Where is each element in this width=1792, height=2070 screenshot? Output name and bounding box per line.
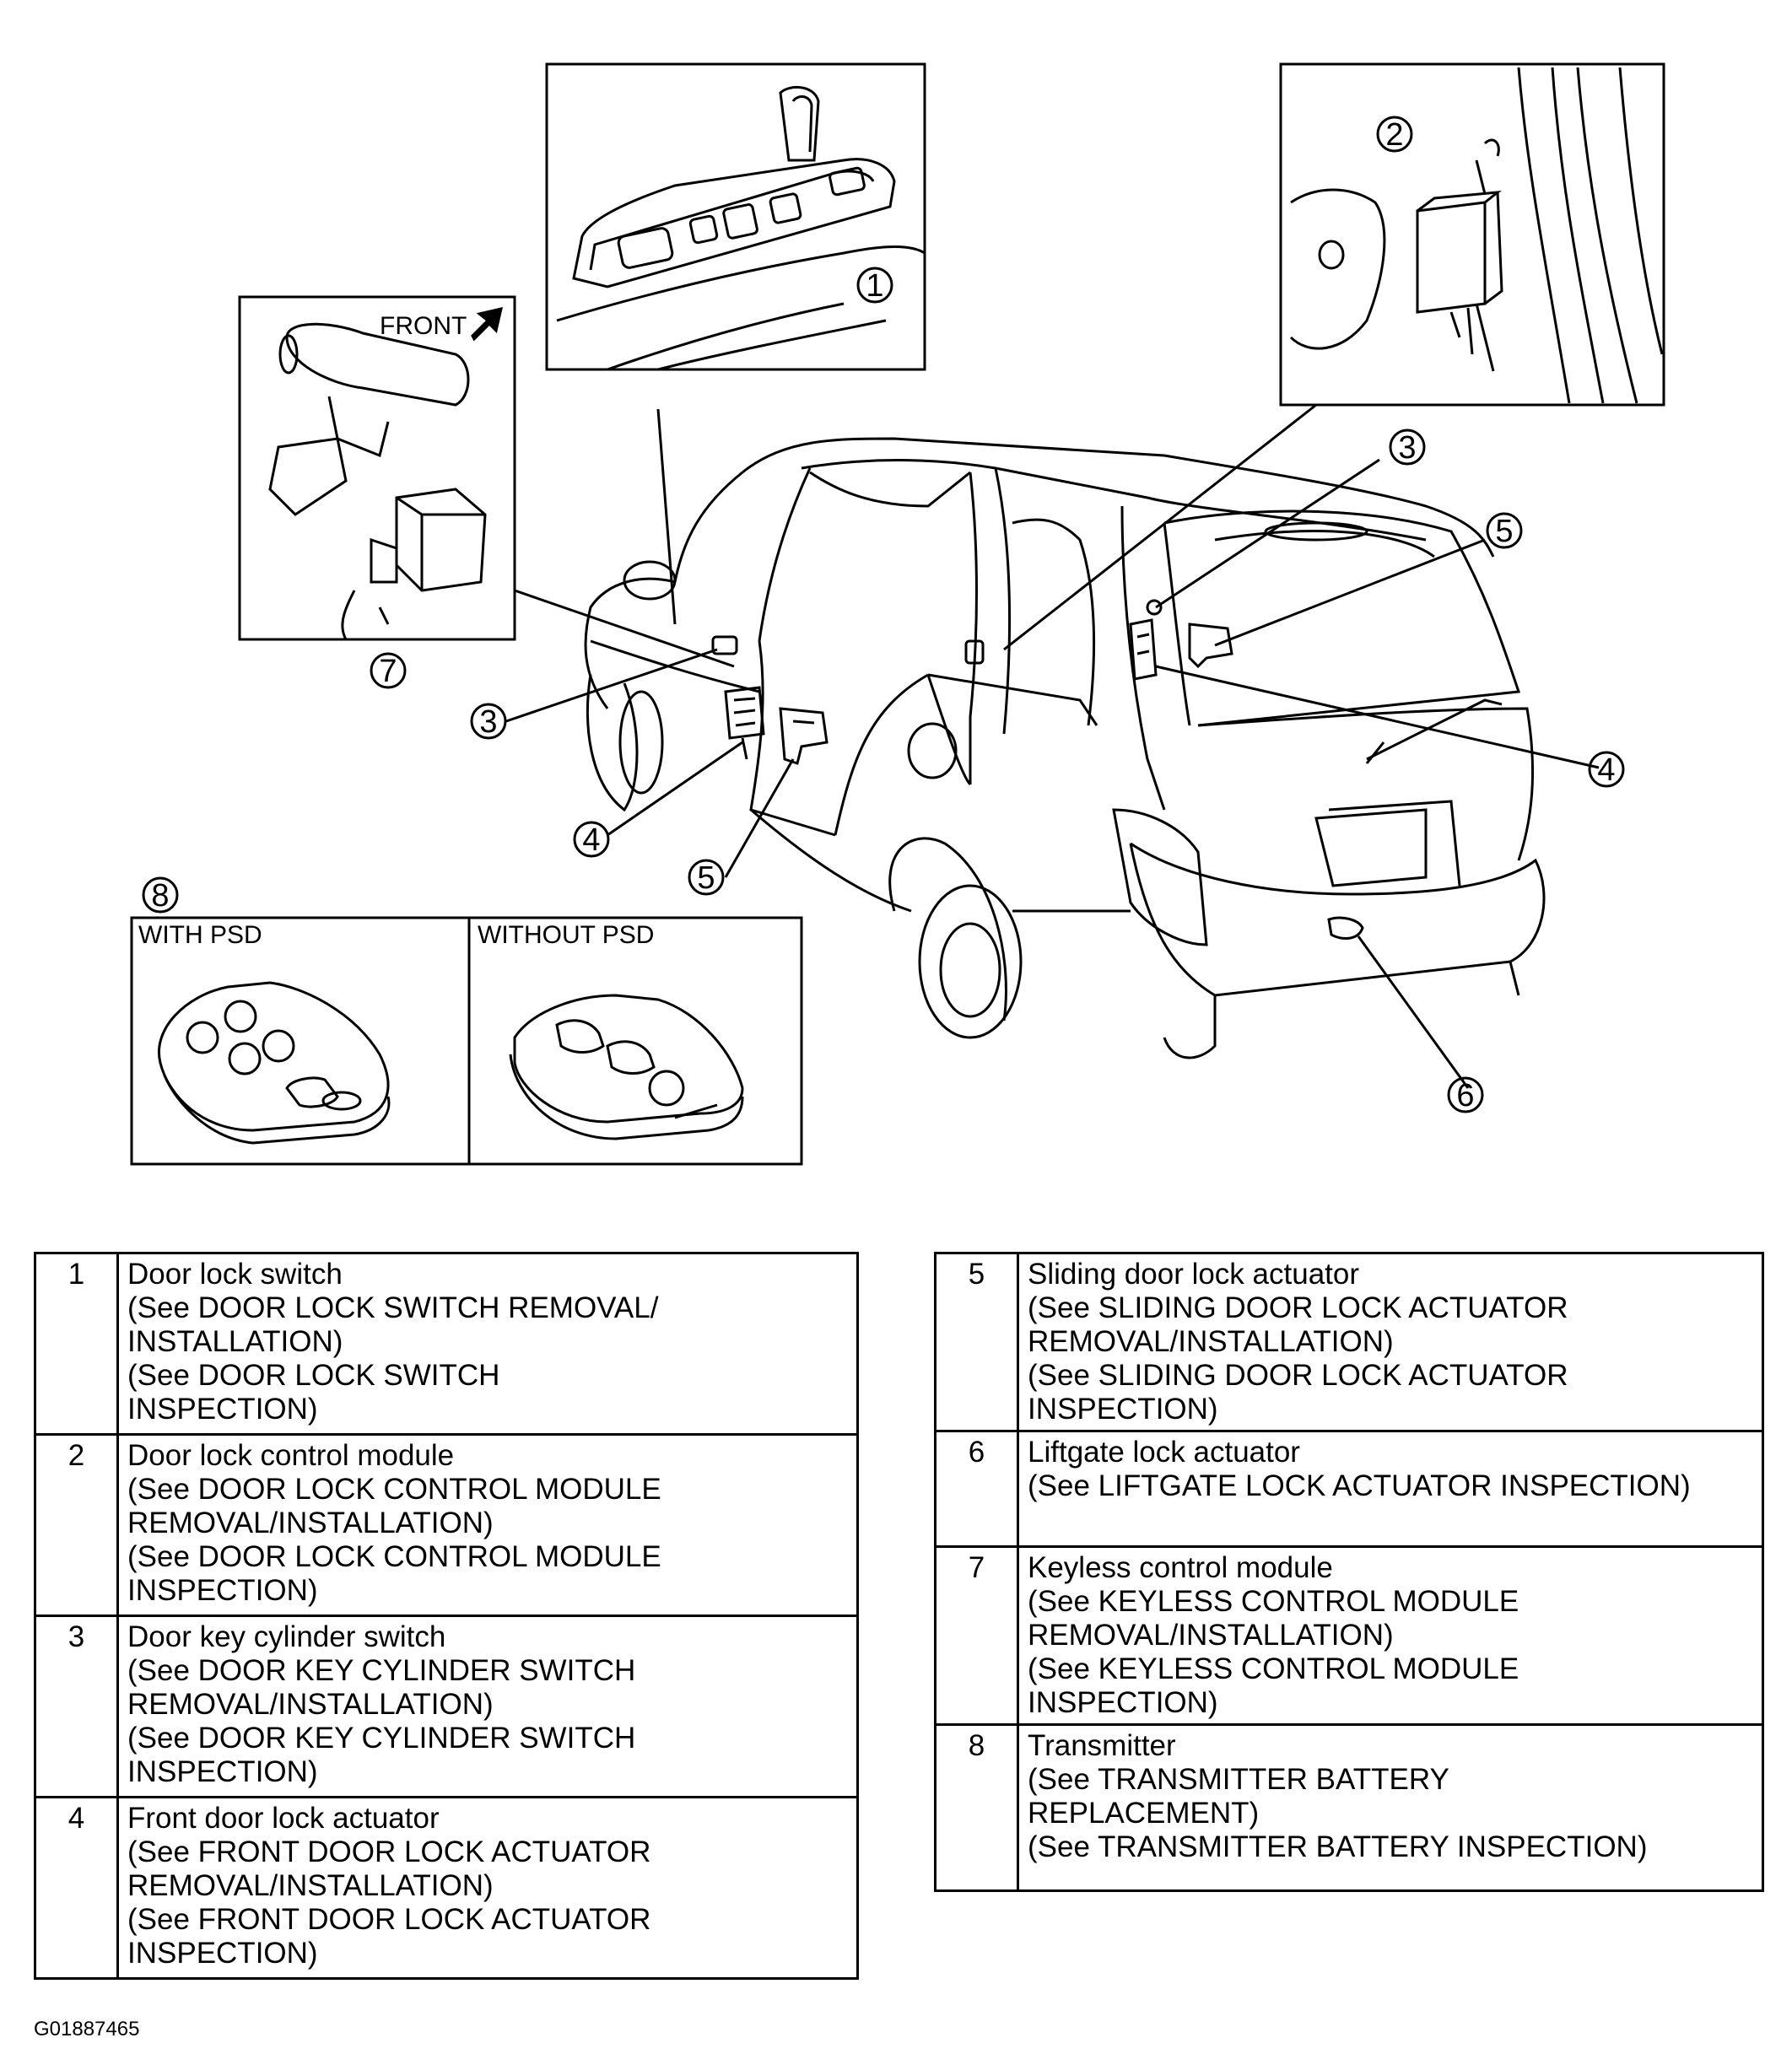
callout-3-front: 3	[470, 703, 507, 740]
legend-description: Transmitter (See TRANSMITTER BATTERY REP…	[1017, 1723, 1764, 1892]
legend-row: 1 Door lock switch (See DOOR LOCK SWITCH…	[34, 1252, 859, 1436]
legend-number: 4	[34, 1796, 119, 1980]
legend-description: Door key cylinder switch (See DOOR KEY C…	[116, 1614, 859, 1798]
legend-table-left: 1 Door lock switch (See DOOR LOCK SWITCH…	[34, 1252, 859, 1980]
legend-description: Keyless control module (See KEYLESS CONT…	[1017, 1545, 1764, 1726]
without-psd-label: WITHOUT PSD	[478, 921, 654, 949]
legend-number: 8	[934, 1723, 1019, 1892]
legend-description: Front door lock actuator (See FRONT DOOR…	[116, 1796, 859, 1980]
callout-2: 2	[1376, 116, 1413, 153]
legend-number: 6	[934, 1430, 1019, 1548]
callout-5-front: 5	[688, 859, 725, 896]
legend-number: 5	[934, 1252, 1019, 1432]
front-label: FRONT	[380, 312, 467, 340]
svg-text:5: 5	[1495, 514, 1513, 549]
svg-text:8: 8	[151, 878, 169, 914]
legend-row: 2 Door lock control module (See DOOR LOC…	[34, 1433, 859, 1617]
callout-7: 7	[370, 652, 407, 689]
svg-text:4: 4	[1597, 752, 1615, 788]
legend-description: Door lock switch (See DOOR LOCK SWITCH R…	[116, 1252, 859, 1436]
legend-number: 7	[934, 1545, 1019, 1726]
legend-number: 2	[34, 1433, 119, 1617]
svg-text:3: 3	[479, 704, 497, 740]
callout-1: 1	[856, 267, 893, 304]
leader-lines	[505, 403, 1600, 1089]
legend-row: 5 Sliding door lock actuator (See SLIDIN…	[934, 1252, 1764, 1432]
svg-text:5: 5	[697, 860, 715, 896]
svg-text:6: 6	[1456, 1078, 1474, 1113]
legend-row: 8 Transmitter (See TRANSMITTER BATTERY R…	[934, 1723, 1764, 1892]
callout-3-rear: 3	[1389, 429, 1426, 466]
figure-code: G01887465	[34, 2018, 140, 2040]
legend-row: 7 Keyless control module (See KEYLESS CO…	[934, 1545, 1764, 1726]
legend-number: 3	[34, 1614, 119, 1798]
callout-6: 6	[1447, 1076, 1484, 1113]
svg-text:2: 2	[1385, 117, 1403, 153]
legend-row: 6 Liftgate lock actuator (See LIFTGATE L…	[934, 1430, 1764, 1548]
legend-row: 3 Door key cylinder switch (See DOOR KEY…	[34, 1614, 859, 1798]
with-psd-label: WITH PSD	[138, 921, 262, 949]
callout-5-rear: 5	[1486, 512, 1523, 549]
legend-description: Liftgate lock actuator (See LIFTGATE LOC…	[1017, 1430, 1764, 1548]
legend-row: 4 Front door lock actuator (See FRONT DO…	[34, 1796, 859, 1980]
callout-circles: 1 2 3 5 3 4 5 4	[142, 116, 1625, 1113]
component-location-diagram: FRONT WITH PSD WITHOUT PSD	[130, 62, 1665, 1166]
inset-door-lock-control-module	[1279, 62, 1665, 407]
inset-transmitter: WITH PSD WITHOUT PSD	[130, 916, 803, 1166]
callout-4-front: 4	[573, 821, 610, 858]
svg-text:4: 4	[582, 822, 600, 858]
inset-keyless-control-module: FRONT	[238, 295, 516, 641]
legend-number: 1	[34, 1252, 119, 1436]
callout-8: 8	[142, 876, 179, 914]
callout-4-rear: 4	[1588, 751, 1625, 788]
vehicle-illustration	[584, 437, 1546, 1059]
legend-description: Sliding door lock actuator (See SLIDING …	[1017, 1252, 1764, 1432]
legend-description: Door lock control module (See DOOR LOCK …	[116, 1433, 859, 1617]
legend-table-right: 5 Sliding door lock actuator (See SLIDIN…	[934, 1252, 1764, 1892]
inset-door-lock-switch	[545, 62, 926, 371]
svg-text:7: 7	[379, 654, 397, 689]
svg-text:1: 1	[866, 268, 883, 304]
svg-text:3: 3	[1398, 430, 1416, 466]
